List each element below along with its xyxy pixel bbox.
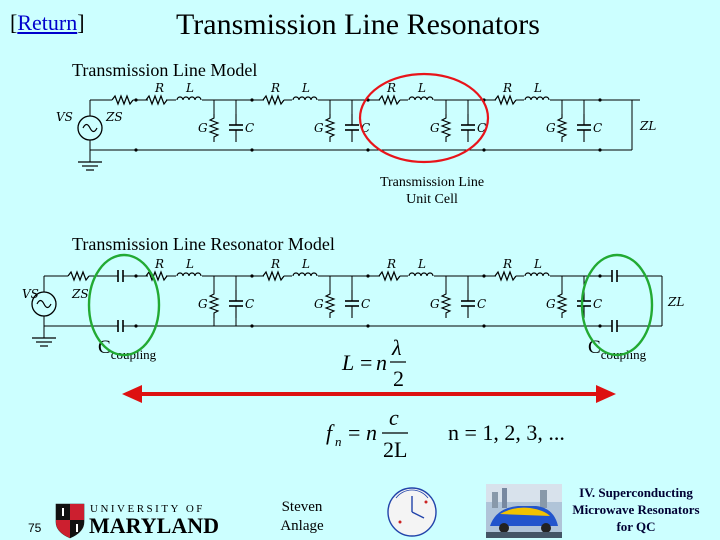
return-link-wrapper: [Return] [10,10,85,36]
label-c-4: C [593,121,602,135]
label-r-7: R [386,257,396,271]
label-g-8: G [546,297,556,311]
university-top-text: UNIVERSITY OF [90,503,205,515]
label-vs-1: VS [56,110,73,124]
unit-cell-label: Transmission Line Unit Cell [362,174,502,208]
label-r-6: R [270,257,280,271]
label-l-1: L [185,81,194,95]
eq2-n: n [366,420,377,445]
label-l-8: L [533,257,542,271]
unit-cell-1 [145,95,244,143]
label-c-8: C [593,297,602,311]
resonator-cell-2 [262,271,360,319]
asc-conference-logo [387,487,437,537]
label-l-6: L [301,257,310,271]
author-name: Steven Anlage [272,498,332,536]
eq2-f: f [326,420,335,445]
label-l-5: L [185,257,194,271]
eq2-f-sub: n [335,434,342,449]
label-g-3: G [430,121,440,135]
label-r-4: R [502,81,512,95]
label-g-2: G [314,121,324,135]
return-bracket-close: ] [77,10,85,35]
university-bottom-text: MARYLAND [89,513,219,538]
circuit-transmission-line-model: R L R L R L R L G C G C G C G C VS ZS ZL [56,72,656,171]
equation-frequency: f n = n c 2L n = 1, 2, 3, ... [326,405,565,462]
unit-cell-label-line1: Transmission Line [379,175,485,190]
label-r-8: R [502,257,512,271]
unit-cell-highlight-circle [358,72,490,164]
label-l-3: L [417,81,426,95]
label-l-4: L [533,81,542,95]
unit-cell-2 [262,95,360,143]
section-heading-model: Transmission Line Model [72,60,258,80]
eq2-numerator: c [389,405,399,430]
eq1-n: n [376,350,387,375]
unit-cell-4 [494,95,592,143]
ccoupling-right-main: C [588,337,601,358]
label-c-7: C [477,297,486,311]
label-r-2: R [270,81,280,95]
section-heading-resonator-model: Transmission Line Resonator Model [72,234,335,254]
author-line1: Steven [281,499,323,515]
label-g-6: G [314,297,324,311]
eq2-equals: = [348,420,360,445]
university-logo: UNIVERSITY OF MARYLAND [55,503,219,539]
page-number: 75 [28,521,42,535]
label-zl-2: ZL [667,295,684,309]
eq1-denominator: 2 [393,366,404,391]
label-c-3: C [477,121,486,135]
equation-length: L = n λ 2 [341,335,406,391]
label-zs-1: ZS [105,110,123,124]
length-arrow [122,385,616,403]
eq2-denominator: 2L [383,437,407,462]
label-zs-2: ZS [71,287,89,301]
chapter-line3: for QC [616,519,656,534]
label-c-1: C [245,121,254,135]
unit-cell-3 [378,95,476,143]
author-line2: Anlage [280,518,324,534]
label-c-6: C [361,297,370,311]
coupling-highlight-right [580,253,654,357]
label-l-7: L [417,257,426,271]
resonator-cell-4 [494,271,592,319]
label-g-1: G [198,121,208,135]
label-r-5: R [154,257,164,271]
return-link[interactable]: Return [17,10,78,35]
unit-cell-label-line2: Unit Cell [406,192,458,207]
eq1-lhs: L [341,350,354,375]
coupling-highlight-left [87,253,161,357]
race-car-image [486,484,562,538]
resonator-cell-3 [378,271,476,319]
eq2-n-values: n = 1, 2, 3, ... [448,420,565,445]
label-vs-2: VS [22,287,39,301]
label-zl-1: ZL [639,119,656,133]
label-r-1: R [154,81,164,95]
label-c-2: C [361,121,370,135]
circuit-resonator-model: R L R L R L R L G C G C G C G C VS ZS ZL [22,253,684,357]
chapter-line2: Microwave Resonators [572,502,700,517]
label-g-5: G [198,297,208,311]
chapter-label: IV. Superconducting Microwave Resonators… [562,484,710,535]
label-g-4: G [546,121,556,135]
chapter-line1: IV. Superconducting [579,485,693,500]
resonator-cell-1 [145,271,244,326]
umd-shield-icon [55,503,85,539]
return-bracket-open: [ [10,10,18,35]
label-g-7: G [430,297,440,311]
label-r-3: R [386,81,396,95]
label-l-2: L [301,81,310,95]
label-c-5: C [245,297,254,311]
eq1-numerator: λ [391,335,402,360]
eq1-equals: = [360,350,372,375]
slide-title: Transmission Line Resonators [176,8,540,41]
